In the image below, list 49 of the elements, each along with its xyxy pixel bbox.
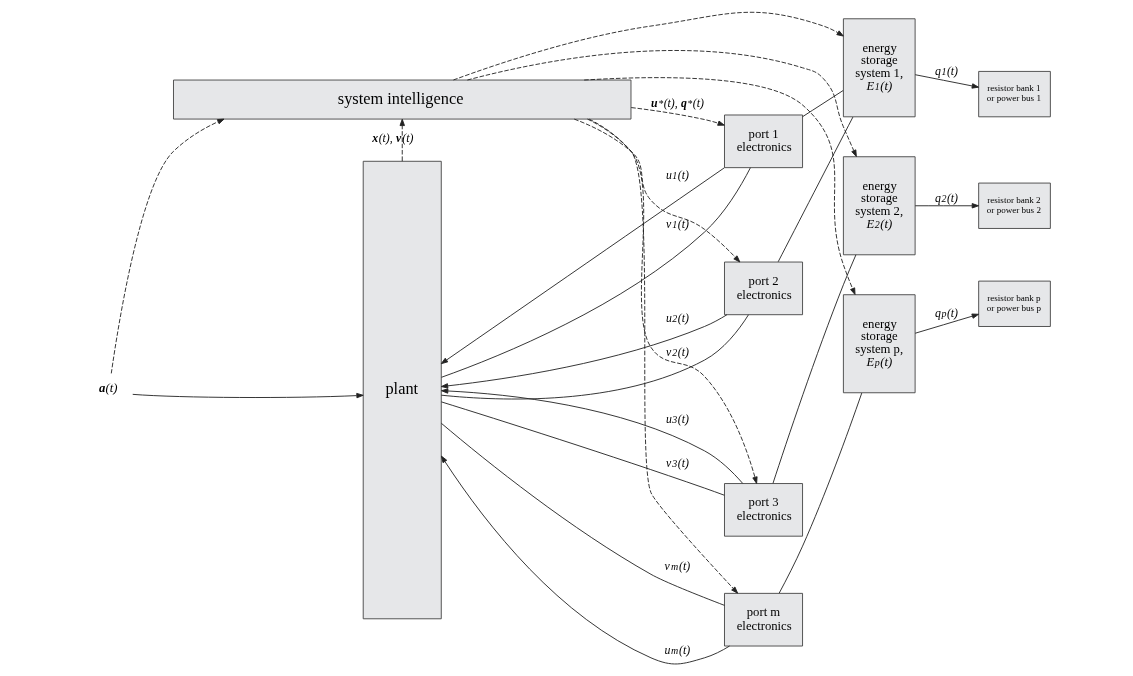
edge-label: v1(t) bbox=[665, 216, 689, 231]
arrow bbox=[914, 313, 979, 334]
arrow bbox=[914, 74, 979, 89]
node-box: energy storage system 2, E2(t) bbox=[842, 156, 916, 256]
edge-label: x(t), v(t) bbox=[371, 131, 413, 146]
edge-label: u2(t) bbox=[665, 311, 689, 326]
arrow bbox=[573, 118, 740, 263]
node-text: a(t) bbox=[98, 381, 117, 396]
edge-label: q1(t) bbox=[934, 64, 958, 79]
edge-label: v3(t) bbox=[665, 455, 689, 470]
node-box: resistor bank 2 or power bus 2 bbox=[977, 182, 1051, 229]
connector bbox=[777, 116, 853, 263]
edge-label: u*(t), q*(t) bbox=[650, 96, 704, 111]
arrow bbox=[452, 11, 844, 81]
arrow bbox=[440, 314, 727, 389]
node-box: port 1 electronics bbox=[723, 114, 803, 169]
connector bbox=[772, 254, 856, 484]
arrow bbox=[586, 118, 758, 484]
arrow bbox=[399, 118, 405, 162]
edge-label: vm(t) bbox=[664, 559, 690, 574]
edge-label: u3(t) bbox=[665, 412, 689, 427]
connector bbox=[440, 401, 725, 496]
node-box: energy storage system p, Ep(t) bbox=[842, 294, 916, 394]
node-box: system intelligence bbox=[172, 79, 631, 120]
arrow bbox=[466, 50, 857, 157]
edge-label: q2(t) bbox=[934, 190, 958, 205]
node-box: resistor bank p or power bus p bbox=[977, 280, 1051, 327]
node-box: plant bbox=[362, 160, 442, 620]
connector bbox=[440, 422, 725, 606]
connector bbox=[778, 392, 862, 594]
node-box: energy storage system 1, E1(t) bbox=[842, 18, 916, 118]
node-box: port m electronics bbox=[723, 592, 803, 647]
arrow bbox=[440, 455, 730, 665]
node-box: port 3 electronics bbox=[723, 483, 803, 537]
arrow bbox=[110, 118, 224, 374]
connector bbox=[801, 90, 844, 118]
edge-label: qp(t) bbox=[934, 305, 958, 320]
edge-label: v2(t) bbox=[665, 344, 689, 359]
connector bbox=[440, 314, 749, 400]
node-box: resistor bank 1 or power bus 1 bbox=[977, 70, 1051, 118]
arrow bbox=[630, 107, 725, 126]
node-box: port 2 electronics bbox=[723, 261, 803, 316]
arrow bbox=[914, 203, 979, 209]
arrow bbox=[131, 392, 364, 399]
arrow bbox=[583, 77, 856, 295]
arrow bbox=[440, 388, 743, 484]
arrow bbox=[588, 118, 738, 594]
edge-label: um(t) bbox=[664, 642, 690, 657]
edge-label: u1(t) bbox=[665, 167, 689, 182]
